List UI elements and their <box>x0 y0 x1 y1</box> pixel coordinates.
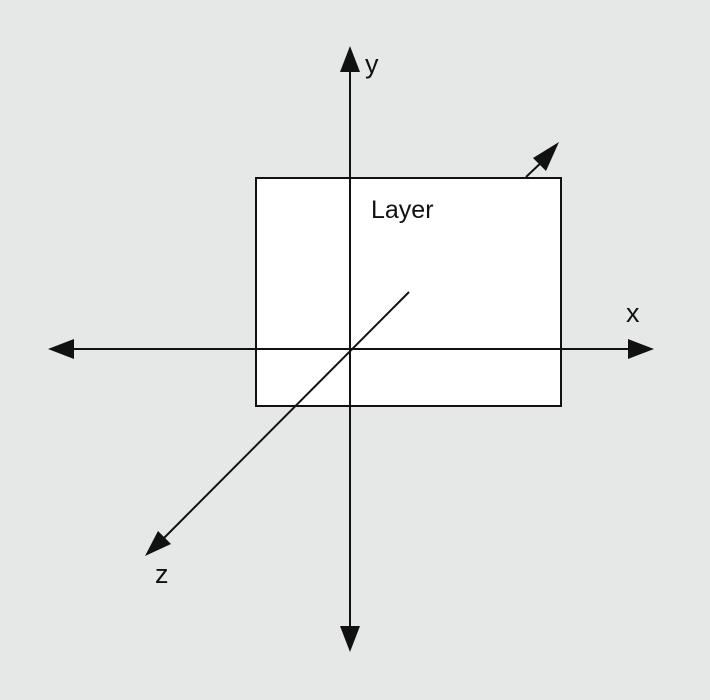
y-axis-label: y <box>365 49 379 79</box>
z-axis-label: z <box>155 559 169 589</box>
y-axis-top-arrowhead <box>340 46 360 72</box>
z-axis-line <box>161 291 410 541</box>
z-axis <box>145 291 410 556</box>
layer-label: Layer <box>371 196 434 224</box>
x-axis-right-arrowhead <box>628 339 654 359</box>
x-axis-left-arrowhead <box>48 339 74 359</box>
y-axis-bottom-arrowhead <box>340 626 360 652</box>
layer-normal-arrowhead <box>533 142 559 171</box>
x-axis-label: x <box>626 298 640 328</box>
z-axis-arrowhead <box>145 531 171 556</box>
y-axis <box>340 46 360 652</box>
layer-normal-arrow <box>525 142 559 178</box>
